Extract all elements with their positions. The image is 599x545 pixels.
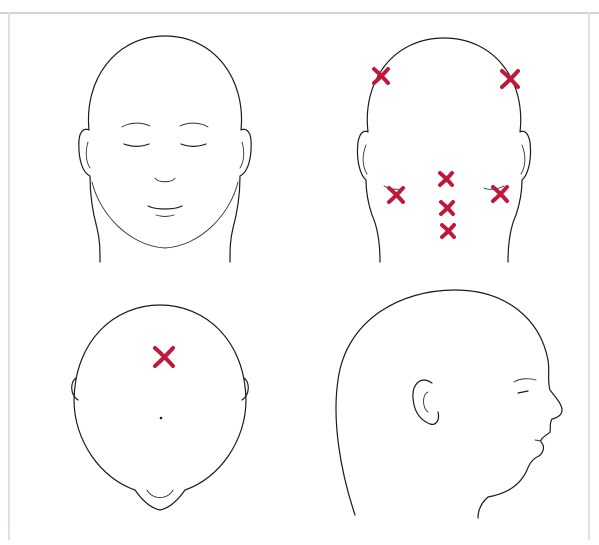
front-jaw [92, 182, 238, 248]
front-mouth [148, 206, 182, 209]
top-head-outline [74, 305, 246, 510]
front-lower-lip [156, 215, 174, 217]
front-nose [155, 178, 175, 182]
side-brow [514, 379, 536, 382]
head-front-view [79, 36, 251, 262]
front-head-outline [79, 36, 251, 262]
side-lips [535, 440, 541, 441]
back-mark-center-3 [442, 225, 454, 237]
side-ear-inner [424, 392, 429, 412]
side-eye [518, 391, 528, 393]
head-top-view [72, 305, 249, 510]
front-left-ear-inner [86, 142, 90, 168]
back-mark-right-neck [493, 187, 507, 201]
sheet-right-edge [588, 12, 590, 540]
back-mark-left-neck [389, 188, 403, 202]
front-left-eye [124, 144, 149, 146]
front-left-brow [122, 123, 150, 127]
top-crown-dot [160, 417, 163, 420]
side-head-outline [336, 290, 562, 518]
back-mark-center-2 [441, 202, 453, 214]
back-left-ear-inner [363, 145, 367, 174]
front-right-ear-inner [240, 142, 244, 168]
sheet-left-edge [8, 12, 10, 540]
back-mark-center-1 [440, 173, 452, 185]
front-right-brow [180, 123, 208, 127]
top-mark-crown [155, 348, 173, 366]
sheet-top-edge [0, 12, 599, 14]
top-nose-tip [147, 490, 173, 498]
side-ear-outer [413, 380, 439, 424]
back-right-ear-inner [521, 145, 525, 174]
back-mark-upper-right [502, 71, 518, 87]
head-side-view [336, 290, 562, 518]
front-right-eye [181, 144, 206, 146]
